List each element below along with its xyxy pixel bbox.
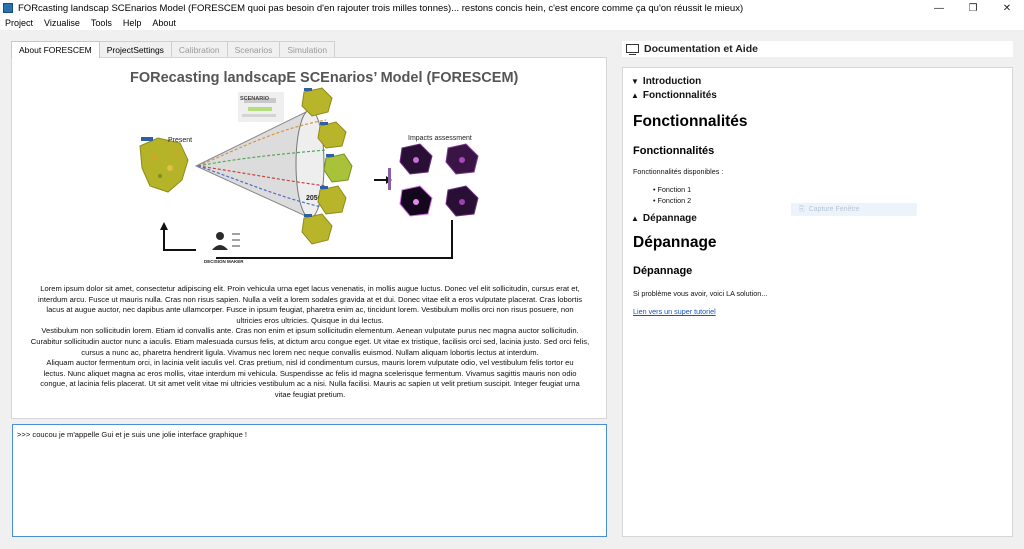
tab-bar: About FORESCEM ProjectSettings Calibrati…	[11, 41, 336, 58]
list-item: • Fonction 2	[653, 196, 692, 205]
description-line: lectus. Nunc aliquet magna ac eros molli…	[43, 368, 577, 378]
description-line: vitae feugiat pretium.	[274, 389, 346, 399]
capture-window-label: Capture Fenêtre	[808, 206, 860, 213]
list-item-label: Fonction 1	[657, 185, 692, 194]
toggle-depannage-label: Dépannage	[642, 213, 697, 224]
triangle-up-icon: ▲	[631, 214, 639, 223]
depannage-heading-1: Dépannage	[633, 234, 717, 251]
tab-about-forescem[interactable]: About FORESCEM	[11, 41, 100, 58]
depannage-text: Si problème vous avoir, voici LA solutio…	[633, 289, 768, 298]
diagram-illustration: Present 2050 SCENA	[139, 87, 479, 264]
tab-scenarios[interactable]: Scenarios	[226, 41, 281, 57]
maximize-button[interactable]: ❐	[968, 2, 978, 14]
tab-simulation[interactable]: Simulation	[279, 41, 336, 57]
menu-project[interactable]: Project	[5, 18, 34, 28]
capture-icon: ⎘	[799, 205, 805, 213]
console-text: >>> coucou je m'appelle Gui et je suis u…	[17, 430, 248, 439]
toggle-introduction-label: Introduction	[642, 76, 702, 87]
description-line: Aliquam auctor fermentum orci, in lacini…	[46, 358, 574, 368]
window-title: FORcasting landscap SCEnarios Model (FOR…	[18, 2, 744, 14]
tutorial-link[interactable]: Lien vers un super tutoriel	[633, 307, 716, 316]
menu-bar: Project Vizualise Tools Help About	[0, 16, 1024, 30]
toggle-depannage[interactable]: ▲ Dépannage	[631, 213, 697, 224]
fonctionnalites-intro: Fonctionnalités disponibles :	[633, 167, 724, 176]
monitor-icon	[626, 43, 639, 55]
title-bar: FORcasting landscap SCEnarios Model (FOR…	[0, 0, 1024, 16]
description-text: Lorem ipsum dolor sit amet, consectetur …	[24, 284, 596, 401]
description-line: lacus at augue auctor, nec dapibus ante …	[46, 305, 574, 315]
description-line: congue, at lacinia felis placerat. Ut si…	[40, 379, 580, 389]
list-item: • Fonction 1	[653, 185, 692, 194]
scenario-label: SCENARIO	[240, 96, 270, 102]
docs-header: Documentation et Aide	[622, 41, 1013, 57]
forescem-diagram: FORecasting landscapE SCEnarios’ Model (…	[130, 68, 519, 268]
toggle-introduction[interactable]: ▼ Introduction	[631, 76, 701, 87]
minimize-button[interactable]: —	[934, 2, 944, 14]
depannage-heading-2: Dépannage	[633, 265, 693, 277]
decision-maker-icon	[212, 232, 240, 250]
list-item-label: Fonction 2	[657, 196, 692, 205]
description-line: ultricies eros ultricies. Quisque in dui…	[236, 315, 384, 325]
fonctionnalites-heading-1: Fonctionnalités	[633, 113, 748, 130]
feedback-loop	[160, 220, 453, 259]
menu-about[interactable]: About	[152, 18, 176, 28]
future-maps	[301, 87, 353, 245]
about-tab-content: FORecasting landscapE SCEnarios’ Model (…	[11, 57, 607, 419]
description-line: interdum arcu. Fusce ut mauris nulla. Cr…	[37, 294, 583, 304]
diagram-title: FORecasting landscapE SCEnarios’ Model (…	[130, 70, 519, 86]
triangle-up-icon: ▲	[631, 91, 639, 100]
menu-tools[interactable]: Tools	[90, 18, 112, 28]
tab-project-settings[interactable]: ProjectSettings	[98, 41, 172, 57]
scenario-cone	[194, 109, 327, 219]
docs-panel: ▼ Introduction ▲ Fonctionnalités Fonctio…	[622, 67, 1013, 537]
description-line: Lorem ipsum dolor sit amet, consectetur …	[40, 284, 580, 293]
description-line: Curabitur sollicitudin auctor nunc a iac…	[30, 336, 590, 346]
capture-window-overlay: ⎘ Capture Fenêtre	[791, 203, 917, 216]
description-line: cursus a nunc ac, pharetra hendrerit lig…	[81, 347, 539, 357]
console-output[interactable]: >>> coucou je m'appelle Gui et je suis u…	[12, 424, 607, 537]
description-line: Vestibulum non sollicitudin lorem. Etiam…	[41, 326, 579, 336]
impacts-maps	[388, 143, 479, 217]
menu-vizualise[interactable]: Vizualise	[44, 18, 80, 28]
present-label: Present	[168, 137, 192, 144]
toggle-fonctionnalites[interactable]: ▲ Fonctionnalités	[631, 90, 717, 101]
close-button[interactable]: ✕	[1002, 2, 1012, 14]
app-icon	[3, 3, 13, 13]
menu-help[interactable]: Help	[122, 18, 142, 28]
tab-calibration[interactable]: Calibration	[170, 41, 228, 57]
fonctionnalites-heading-2: Fonctionnalités	[633, 145, 715, 157]
year-label: 2050	[306, 195, 322, 202]
present-map	[139, 137, 189, 193]
impacts-label: Impacts assessment	[408, 135, 472, 142]
window-controls: — ❐ ✕	[922, 0, 1024, 16]
docs-title: Documentation et Aide	[644, 43, 758, 55]
main-tab-widget: About FORESCEM ProjectSettings Calibrati…	[11, 41, 607, 419]
toggle-fonctionnalites-label: Fonctionnalités	[642, 90, 717, 101]
scenario-word-cloud	[238, 92, 284, 122]
decision-maker-label: DECISION MAKER	[204, 259, 244, 264]
triangle-down-icon: ▼	[631, 77, 639, 86]
